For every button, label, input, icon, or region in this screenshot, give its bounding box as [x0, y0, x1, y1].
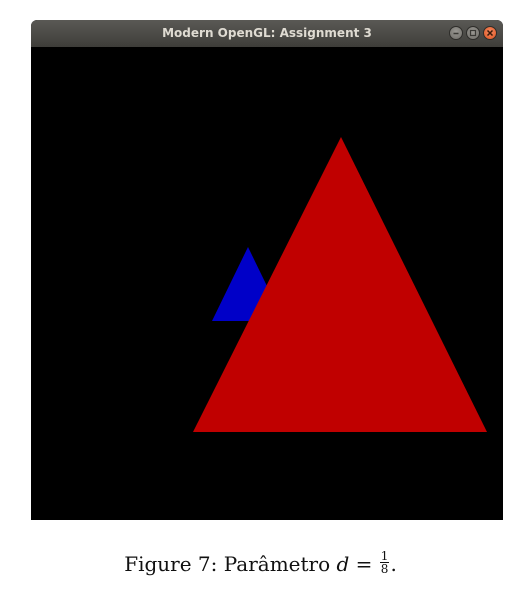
- opengl-window: Modern OpenGL: Assignment 3: [31, 20, 503, 520]
- caption-suffix: .: [390, 552, 397, 576]
- fraction-denominator: 8: [380, 562, 389, 576]
- window-title: Modern OpenGL: Assignment 3: [162, 26, 372, 40]
- fraction-numerator: 1: [379, 549, 390, 563]
- caption-equals: =: [349, 552, 379, 576]
- maximize-button[interactable]: [466, 26, 480, 40]
- close-icon: [486, 29, 494, 37]
- gl-canvas: [193, 137, 487, 432]
- window-controls: [449, 26, 497, 42]
- close-button[interactable]: [483, 26, 497, 40]
- minimize-icon: [453, 32, 459, 35]
- red-triangle: [193, 137, 487, 432]
- minimize-button[interactable]: [449, 26, 463, 40]
- caption-variable: d: [336, 552, 350, 576]
- gl-viewport[interactable]: [31, 47, 503, 520]
- title-bar[interactable]: Modern OpenGL: Assignment 3: [31, 20, 503, 47]
- maximize-icon: [469, 29, 477, 37]
- caption-prefix: Figure 7: Parâmetro: [124, 552, 337, 576]
